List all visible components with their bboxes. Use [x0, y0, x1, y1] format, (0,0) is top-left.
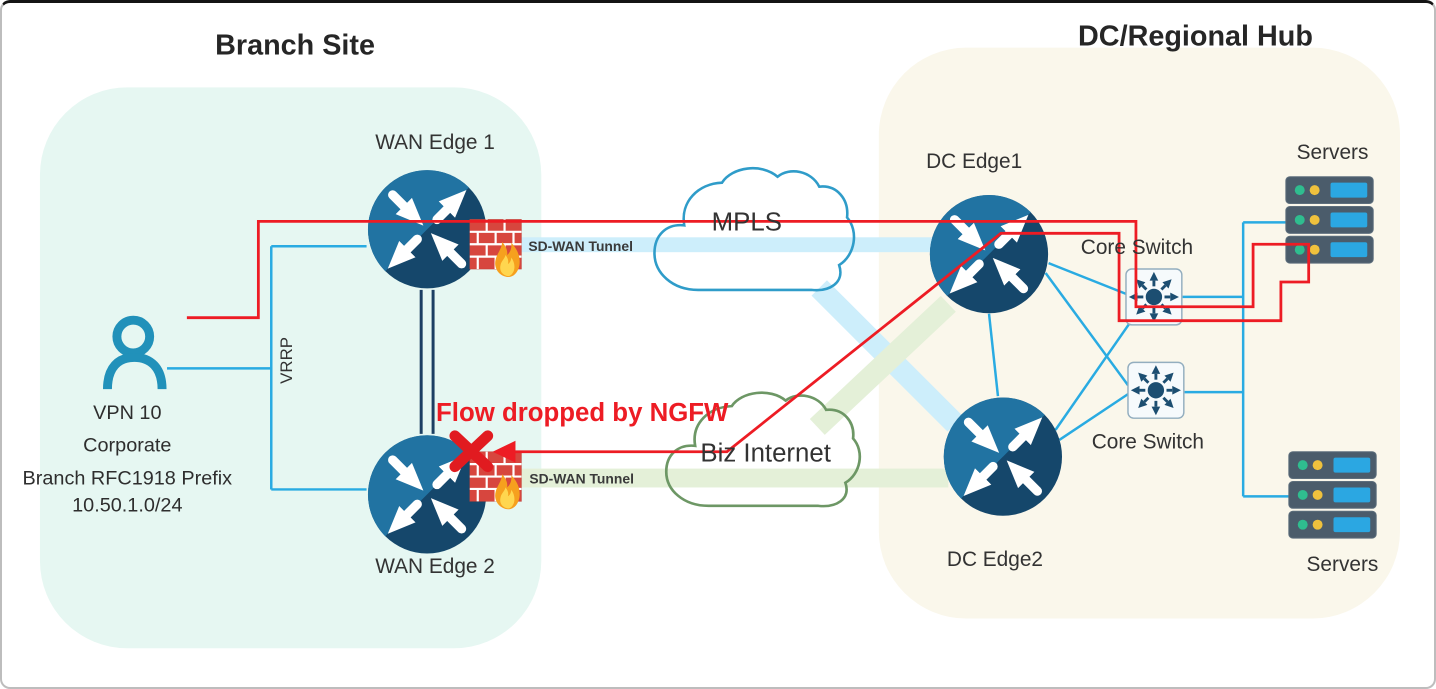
vpn-user-caption: VPN 10 Corporate Branch RFC1918 Prefix 1…: [23, 402, 233, 516]
dc-regional-hub-title: DC/Regional Hub: [1078, 21, 1313, 53]
biz-internet-cloud-label: Biz Internet: [700, 440, 830, 468]
red-x-drop-icon: [449, 430, 494, 473]
core-switch-bottom-label: Core Switch: [1092, 431, 1204, 454]
vpn-line: Branch RFC1918 Prefix: [23, 467, 233, 489]
lan-links: [167, 221, 1291, 498]
dc-edge-1-router-icon: [930, 195, 1048, 313]
servers-top-label: Servers: [1297, 141, 1369, 164]
biz-tunnel-band: [521, 468, 949, 488]
sdwan-tunnel-bands: [521, 237, 963, 488]
vrrp-label: VRRP: [277, 337, 296, 384]
core-switch-top-icon: [1126, 269, 1182, 325]
red-flow-path: [186, 220, 1311, 473]
vpn-line: 10.50.1.0/24: [72, 494, 182, 516]
dc-edge-1-label: DC Edge1: [926, 150, 1022, 173]
user-icon: [102, 315, 167, 390]
branch-site-title: Branch Site: [215, 30, 375, 62]
vpn-line: VPN 10: [93, 402, 161, 424]
vpn-line: Corporate: [83, 435, 171, 457]
dcedge1-coreswitch2-link: [1044, 272, 1130, 386]
dcedge1-coreswitch1-link: [1048, 261, 1127, 296]
mpls-tunnel-band: [521, 237, 939, 253]
mpls-cloud-label: MPLS: [712, 208, 782, 236]
flow-dropped-annotation: Flow dropped by NGFW: [436, 399, 729, 427]
servers-bottom-label: Servers: [1307, 553, 1379, 576]
dcedge2-coreswitch1-link: [1054, 321, 1132, 431]
biz-to-dcedge1-band: [809, 295, 956, 435]
sdwan-tunnel-biz-label: SD-WAN Tunnel: [529, 470, 634, 486]
flow-arrowhead-icon: [492, 440, 516, 463]
wan-edge-2-label: WAN Edge 2: [375, 555, 495, 578]
servers-top-stack-icon: [1286, 177, 1373, 263]
dc-edge-2-label: DC Edge2: [947, 548, 1043, 571]
dcedge1-dcedge2-link: [987, 313, 1000, 397]
core-switch-top-label: Core Switch: [1081, 236, 1193, 259]
wan-edge-1-firewall-icon: [468, 218, 523, 277]
sdwan-tunnel-mpls-label: SD-WAN Tunnel: [528, 238, 633, 254]
core-switch-bottom-icon: [1128, 362, 1184, 418]
dc-edge-2-router-icon: [944, 398, 1062, 516]
wan-edge-1-router-icon: [368, 170, 486, 288]
dcedge2-coreswitch2-link: [1058, 393, 1129, 441]
servers-bottom-stack-icon: [1289, 452, 1376, 538]
network-topology-diagram: Branch Site DC/Regional Hub WAN Edge 1 W…: [23, 21, 1401, 649]
wan-edge-1-label: WAN Edge 1: [375, 131, 495, 154]
vrrp-pair-links: [419, 289, 435, 434]
